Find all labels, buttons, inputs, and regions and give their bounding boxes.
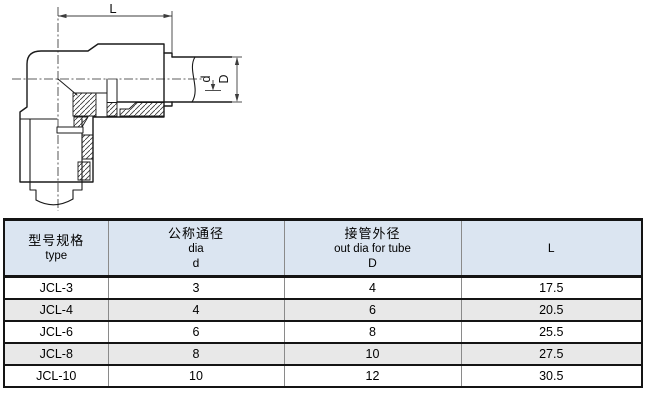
cell-L: 20.5 <box>460 298 642 321</box>
fitting-outline <box>19 43 233 206</box>
cell-type: JCL-10 <box>4 364 108 387</box>
header-row: 型号规格 type 公称通径 dia d 接管外径 out dia for tu… <box>4 219 642 278</box>
table-row: JCL-3 3 4 17.5 <box>4 276 642 299</box>
elbow-fitting-drawing: L d D <box>0 0 260 218</box>
cell-D: 8 <box>283 320 461 343</box>
col-header-outdia-symbol: D <box>368 256 377 270</box>
cone-seat-line <box>57 78 78 96</box>
dim-label-L: L <box>109 1 116 16</box>
dimensions <box>58 11 242 103</box>
cell-D: 12 <box>283 364 461 387</box>
cell-L: 30.5 <box>460 364 642 387</box>
hatch-strip-upper <box>81 134 94 160</box>
spec-table: 型号规格 type 公称通径 dia d 接管外径 out dia for tu… <box>3 218 643 388</box>
col-header-dia-zh: 公称通径 <box>167 226 224 241</box>
cell-D: 10 <box>283 342 461 365</box>
table-row: JCL-8 8 10 27.5 <box>4 342 642 365</box>
hatch-small <box>106 102 118 117</box>
cell-type: JCL-3 <box>39 281 73 295</box>
col-header-outdia: 接管外径 out dia for tube D <box>283 219 461 278</box>
col-header-outdia-en: out dia for tube <box>334 243 411 255</box>
col-header-type-en: type <box>45 250 68 262</box>
D-arrow-top <box>234 57 240 65</box>
flange-left <box>29 118 37 201</box>
col-header-type-zh: 型号规格 <box>28 233 85 248</box>
col-header-dia-symbol: d <box>192 256 200 270</box>
spec-table-section: 型号规格 type 公称通径 dia d 接管外径 out dia for tu… <box>3 218 643 388</box>
cell-d: 4 <box>107 298 284 321</box>
d-arrow-down <box>210 84 216 91</box>
cell-d: 8 <box>107 342 284 365</box>
col-header-L: L <box>460 219 642 278</box>
body-silhouette <box>19 43 165 183</box>
hatch-band <box>119 102 165 117</box>
cell-d: 3 <box>107 276 284 299</box>
col-header-dia-en: dia <box>188 243 204 255</box>
cell-type: JCL-8 <box>4 342 108 365</box>
col-header-outdia-zh: 接管外径 <box>344 226 401 241</box>
dim-label-D: D <box>217 74 231 83</box>
col-header-type: 型号规格 type <box>4 219 108 278</box>
L-arrow-right <box>163 13 172 19</box>
col-header-dia: 公称通径 dia d <box>107 219 284 278</box>
bottom-tube-break-line <box>35 198 74 206</box>
L-arrow-left <box>58 13 67 19</box>
table-row: JCL-6 6 8 25.5 <box>4 320 642 343</box>
cell-D: 4 <box>283 276 461 299</box>
table-row: JCL-4 4 6 20.5 <box>4 298 642 321</box>
tube-break-line <box>191 56 196 103</box>
cell-L: 27.5 <box>460 342 642 365</box>
cell-D: 6 <box>283 298 461 321</box>
cell-type: JCL-6 <box>4 320 108 343</box>
end-cap <box>163 52 173 107</box>
hatch-block <box>72 92 97 117</box>
table-row: JCL-10 10 12 30.5 <box>4 364 642 387</box>
cell-L: 25.5 <box>460 320 642 343</box>
inner-collar <box>56 126 84 134</box>
col-header-L-label: L <box>547 241 555 255</box>
cell-d: 10 <box>107 364 284 387</box>
hatch-notch <box>73 116 89 128</box>
D-arrow-bottom <box>234 94 240 102</box>
dim-label-d: d <box>199 75 213 82</box>
section-hatching <box>72 92 165 181</box>
technical-drawing-svg: L d D <box>12 1 242 211</box>
hatch-strip-lower <box>77 161 91 181</box>
cell-L: 17.5 <box>460 276 642 299</box>
cell-type: JCL-4 <box>4 298 108 321</box>
centerlines <box>12 7 203 211</box>
cell-d: 6 <box>107 320 284 343</box>
